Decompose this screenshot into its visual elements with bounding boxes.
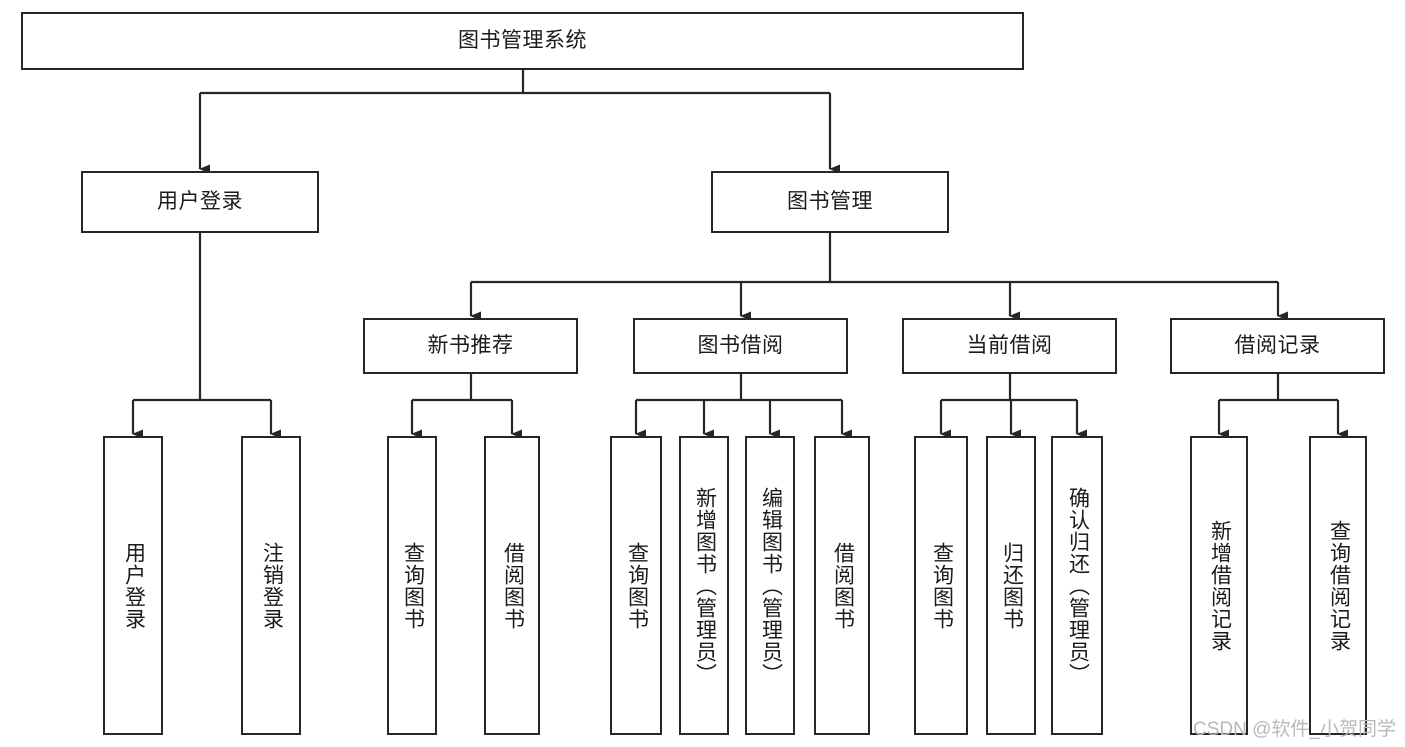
edge-trunk bbox=[412, 374, 512, 402]
leaf-recommend-query-book[interactable]: 查询图书 bbox=[387, 436, 437, 735]
node-new-book-recommend[interactable]: 新书推荐 bbox=[363, 318, 578, 374]
leaf-current-confirm-return-label: 确认归还（管理员） bbox=[1066, 486, 1090, 685]
leaf-borrow-edit-book[interactable]: 编辑图书（管理员） bbox=[745, 436, 795, 735]
leaf-borrow-query-book-label: 查询图书 bbox=[625, 541, 649, 630]
leaf-record-query-label: 查询借阅记录 bbox=[1327, 519, 1351, 652]
node-new-book-recommend-label: 新书推荐 bbox=[427, 333, 514, 357]
leaf-record-add-label: 新增借阅记录 bbox=[1208, 519, 1232, 652]
leaf-recommend-borrow-book-label: 借阅图书 bbox=[501, 541, 525, 630]
leaf-record-add[interactable]: 新增借阅记录 bbox=[1190, 436, 1248, 735]
edge-trunk bbox=[471, 233, 1278, 284]
node-root-label: 图书管理系统 bbox=[458, 28, 587, 52]
node-current-borrow[interactable]: 当前借阅 bbox=[902, 318, 1117, 374]
edge-trunk bbox=[636, 374, 842, 402]
edge-trunk bbox=[1219, 374, 1338, 402]
node-book-borrow-label: 图书借阅 bbox=[697, 333, 784, 357]
leaf-borrow-borrow-book-label: 借阅图书 bbox=[831, 541, 855, 630]
leaf-logout-label: 注销登录 bbox=[260, 541, 284, 630]
leaf-current-query-book-label: 查询图书 bbox=[930, 541, 954, 630]
edge-trunk bbox=[200, 70, 830, 95]
watermark: CSDN @软件_小贺同学 bbox=[1193, 719, 1396, 740]
node-current-borrow-label: 当前借阅 bbox=[966, 333, 1053, 357]
node-borrow-record[interactable]: 借阅记录 bbox=[1170, 318, 1385, 374]
edges-group bbox=[131, 70, 1348, 439]
node-user-login-label: 用户登录 bbox=[157, 189, 243, 213]
leaf-user-login-label: 用户登录 bbox=[122, 541, 146, 630]
leaf-borrow-edit-book-label: 编辑图书（管理员） bbox=[759, 486, 783, 685]
leaf-recommend-borrow-book[interactable]: 借阅图书 bbox=[484, 436, 540, 735]
node-root[interactable]: 图书管理系统 bbox=[21, 12, 1024, 70]
node-book-management[interactable]: 图书管理 bbox=[711, 171, 949, 233]
node-user-login[interactable]: 用户登录 bbox=[81, 171, 319, 233]
leaf-current-return-book-label: 归还图书 bbox=[1000, 541, 1024, 630]
leaf-borrow-borrow-book[interactable]: 借阅图书 bbox=[814, 436, 870, 735]
leaf-borrow-query-book[interactable]: 查询图书 bbox=[610, 436, 662, 735]
leaf-logout[interactable]: 注销登录 bbox=[241, 436, 301, 735]
leaf-borrow-add-book[interactable]: 新增图书（管理员） bbox=[679, 436, 729, 735]
leaf-current-query-book[interactable]: 查询图书 bbox=[914, 436, 968, 735]
node-book-management-label: 图书管理 bbox=[787, 189, 873, 213]
leaf-user-login[interactable]: 用户登录 bbox=[103, 436, 163, 735]
node-borrow-record-label: 借阅记录 bbox=[1234, 333, 1321, 357]
edge-trunk bbox=[941, 374, 1077, 402]
node-book-borrow[interactable]: 图书借阅 bbox=[633, 318, 848, 374]
leaf-current-confirm-return[interactable]: 确认归还（管理员） bbox=[1051, 436, 1103, 735]
leaf-record-query[interactable]: 查询借阅记录 bbox=[1309, 436, 1367, 735]
leaf-current-return-book[interactable]: 归还图书 bbox=[986, 436, 1036, 735]
edge-trunk bbox=[133, 233, 271, 402]
leaf-recommend-query-book-label: 查询图书 bbox=[401, 541, 425, 630]
leaf-borrow-add-book-label: 新增图书（管理员） bbox=[693, 486, 717, 685]
